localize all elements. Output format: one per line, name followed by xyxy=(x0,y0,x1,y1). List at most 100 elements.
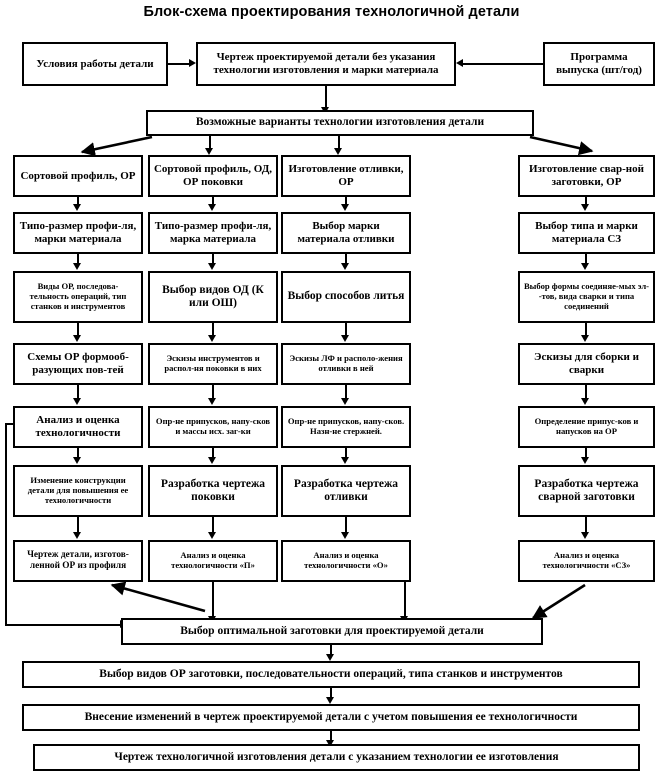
arrowhead-c2-r6-r7 xyxy=(208,532,216,539)
node-c2-r3-label: Выбор видов ОД (К или ОШ) xyxy=(162,283,264,309)
node-bottom-changes-label: Внесение изменений в чертеж проектируемо… xyxy=(84,710,578,723)
connector-c1-r3-r4 xyxy=(77,323,79,336)
node-c3-r2[interactable]: Выбор марки материала отливки xyxy=(281,212,411,254)
node-c4-r6[interactable]: Разработка чертежа сварной заготовки xyxy=(518,465,655,517)
connector-c4-r3-r4 xyxy=(585,323,587,336)
arrowhead-c3-r5-r6 xyxy=(341,457,349,464)
node-c4-r3[interactable]: Выбор формы соединяе-мых эл--тов, вида с… xyxy=(518,271,655,323)
arrowhead-c3-r3-r4 xyxy=(341,335,349,342)
node-c3-r7[interactable]: Анализ и оценка технологичности «О» xyxy=(281,540,411,582)
node-c2-r5-label: Опр-не припусков, напу-сков и массы исх.… xyxy=(155,416,271,436)
node-c3-r5[interactable]: Опр-не припусков, напу-сков. Назн-не сте… xyxy=(281,406,411,448)
arrowhead-c3-r4-r5 xyxy=(341,398,349,405)
connector-c3-r3-r4 xyxy=(345,323,347,336)
diagram-title: Блок-схема проектирования технологичной … xyxy=(143,4,520,20)
node-c3-r4-label: Эскизы ЛФ и располо-жения отливки в ней xyxy=(289,353,403,373)
node-c2-r4[interactable]: Эскизы инструментов и распол-ня поковки … xyxy=(148,343,278,385)
connector-c2-r1-r2 xyxy=(212,197,214,205)
arrowhead-c3-r6-r7 xyxy=(341,532,349,539)
node-c3-r1[interactable]: Изготовление отливки, ОР xyxy=(281,155,411,197)
connector-c2-r4-r5 xyxy=(212,385,214,399)
node-c2-r2[interactable]: Типо-размер профи-ля, марка материала xyxy=(148,212,278,254)
node-c1-r6[interactable]: Изменение конструкции детали для повышен… xyxy=(13,465,143,517)
node-bottom-final-label: Чертеж технологичной изготовления детали… xyxy=(114,750,559,763)
node-c1-r5[interactable]: Анализ и оценка технологичности xyxy=(13,406,143,448)
connector-c3-r2-r3 xyxy=(345,254,347,264)
node-c3-r4[interactable]: Эскизы ЛФ и располо-жения отливки в ней xyxy=(281,343,411,385)
node-c4-r4[interactable]: Эскизы для сборки и сварки xyxy=(518,343,655,385)
node-c1-r3[interactable]: Виды ОР, последова-тельность операций, т… xyxy=(13,271,143,323)
node-bottom-final[interactable]: Чертеж технологичной изготовления детали… xyxy=(33,744,640,771)
node-c2-r7[interactable]: Анализ и оценка технологичности «П» xyxy=(148,540,278,582)
node-c3-r1-label: Изготовление отливки, ОР xyxy=(288,163,404,188)
arrowhead-c4-r1-r2 xyxy=(581,204,589,211)
arrowhead-c1-r1-r2 xyxy=(73,204,81,211)
connector-variants-to-col4 xyxy=(529,135,594,156)
node-c4-r7[interactable]: Анализ и оценка технологичности «СЗ» xyxy=(518,540,655,582)
node-bottom-choice[interactable]: Выбор оптимальной заготовки для проектир… xyxy=(121,618,543,645)
node-c4-r3-label: Выбор формы соединяе-мых эл--тов, вида с… xyxy=(523,281,650,311)
node-c3-r6[interactable]: Разработка чертежа отливки xyxy=(281,465,411,517)
connector-choice-to-types xyxy=(330,645,332,655)
arrowhead-program-to-drawing xyxy=(456,59,463,67)
connector-c4-r2-r3 xyxy=(585,254,587,264)
node-c2-r6-label: Разработка чертежа поковки xyxy=(160,477,266,503)
node-bottom-types-label: Выбор видов ОР заготовки, последовательн… xyxy=(99,667,563,680)
node-c2-r3[interactable]: Выбор видов ОД (К или ОШ) xyxy=(148,271,278,323)
connector-program-to-drawing xyxy=(463,63,543,65)
node-variants-label: Возможные варианты технологии изготовлен… xyxy=(195,116,485,129)
connector-c4-r1-r2 xyxy=(585,197,587,205)
node-variants[interactable]: Возможные варианты технологии изготовлен… xyxy=(146,110,534,136)
arrowhead-c2-r1-r2 xyxy=(208,204,216,211)
node-c3-r3-label: Выбор способов литья xyxy=(287,290,405,303)
node-c4-r1[interactable]: Изготовление свар-ной заготовки, ОР xyxy=(518,155,655,197)
node-program-label: Программа выпуска (шт/год) xyxy=(556,51,642,76)
connector-drawing-to-variants xyxy=(325,86,327,109)
arrowhead-c1-r4-r5 xyxy=(73,398,81,405)
arrowhead-c4-r6-r7 xyxy=(581,532,589,539)
node-c3-r6-label: Разработка чертежа отливки xyxy=(293,477,399,503)
node-c2-r4-label: Эскизы инструментов и распол-ня поковки … xyxy=(164,353,262,373)
arrowhead-c3-r1-r2 xyxy=(341,204,349,211)
node-c4-r5-label: Определение припус-ков и напусков на ОР xyxy=(534,416,639,436)
arrowhead-c1-r6-r7 xyxy=(73,532,81,539)
node-conditions[interactable]: Условия работы детали xyxy=(22,42,168,86)
connector-c3-r6-r7 xyxy=(345,517,347,533)
connector-variants-to-col2 xyxy=(209,136,211,150)
connector-c1-r4-r5 xyxy=(77,385,79,399)
connector-diag-into-c1-r7 xyxy=(110,581,206,613)
node-c3-r2-label: Выбор марки материала отливки xyxy=(297,220,395,245)
connector-feedback-bottom xyxy=(5,624,121,626)
connector-c1-r1-r2 xyxy=(77,197,79,205)
connector-changes-to-final xyxy=(330,731,332,741)
arrowhead-c1-r2-r3 xyxy=(73,263,81,270)
node-c2-r1[interactable]: Сортовой профиль, ОД, ОР поковки xyxy=(148,155,278,197)
connector-types-to-changes xyxy=(330,688,332,698)
node-c4-r5[interactable]: Определение припус-ков и напусков на ОР xyxy=(518,406,655,448)
node-program[interactable]: Программа выпуска (шт/год) xyxy=(543,42,655,86)
node-c1-r7[interactable]: Чертеж детали, изготов-ленной ОР из проф… xyxy=(13,540,143,582)
node-c3-r3[interactable]: Выбор способов литья xyxy=(281,271,411,323)
connector-c4-r4-r5 xyxy=(585,385,587,399)
connector-c1-r5-r6 xyxy=(77,448,79,458)
arrowhead-c4-r5-r6 xyxy=(581,457,589,464)
node-c3-r7-label: Анализ и оценка технологичности «О» xyxy=(304,550,388,570)
node-c1-r4-label: Схемы ОР формооб-разующих пов-тей xyxy=(27,351,129,376)
node-c1-r4[interactable]: Схемы ОР формооб-разующих пов-тей xyxy=(13,343,143,385)
node-c1-r2[interactable]: Типо-размер профи-ля, марки материала xyxy=(13,212,143,254)
connector-c2-r5-r6 xyxy=(212,448,214,458)
node-c4-r2[interactable]: Выбор типа и марки материала СЗ xyxy=(518,212,655,254)
arrowhead-c2-r3-r4 xyxy=(208,335,216,342)
node-bottom-types[interactable]: Выбор видов ОР заготовки, последовательн… xyxy=(22,661,640,688)
node-c4-r4-label: Эскизы для сборки и сварки xyxy=(534,351,639,376)
arrowhead-c2-r5-r6 xyxy=(208,457,216,464)
node-drawing[interactable]: Чертеж проектируемой детали без указания… xyxy=(196,42,456,86)
node-c2-r6[interactable]: Разработка чертежа поковки xyxy=(148,465,278,517)
node-bottom-changes[interactable]: Внесение изменений в чертеж проектируемо… xyxy=(22,704,640,731)
arrowhead-c4-r2-r3 xyxy=(581,263,589,270)
node-c2-r5[interactable]: Опр-не припусков, напу-сков и массы исх.… xyxy=(148,406,278,448)
connector-feedback-vertical xyxy=(5,423,7,626)
node-c1-r1[interactable]: Сортовой профиль, ОР xyxy=(13,155,143,197)
node-c1-r2-label: Типо-размер профи-ля, марки материала xyxy=(19,220,137,245)
connector-c4-r6-r7 xyxy=(585,517,587,533)
